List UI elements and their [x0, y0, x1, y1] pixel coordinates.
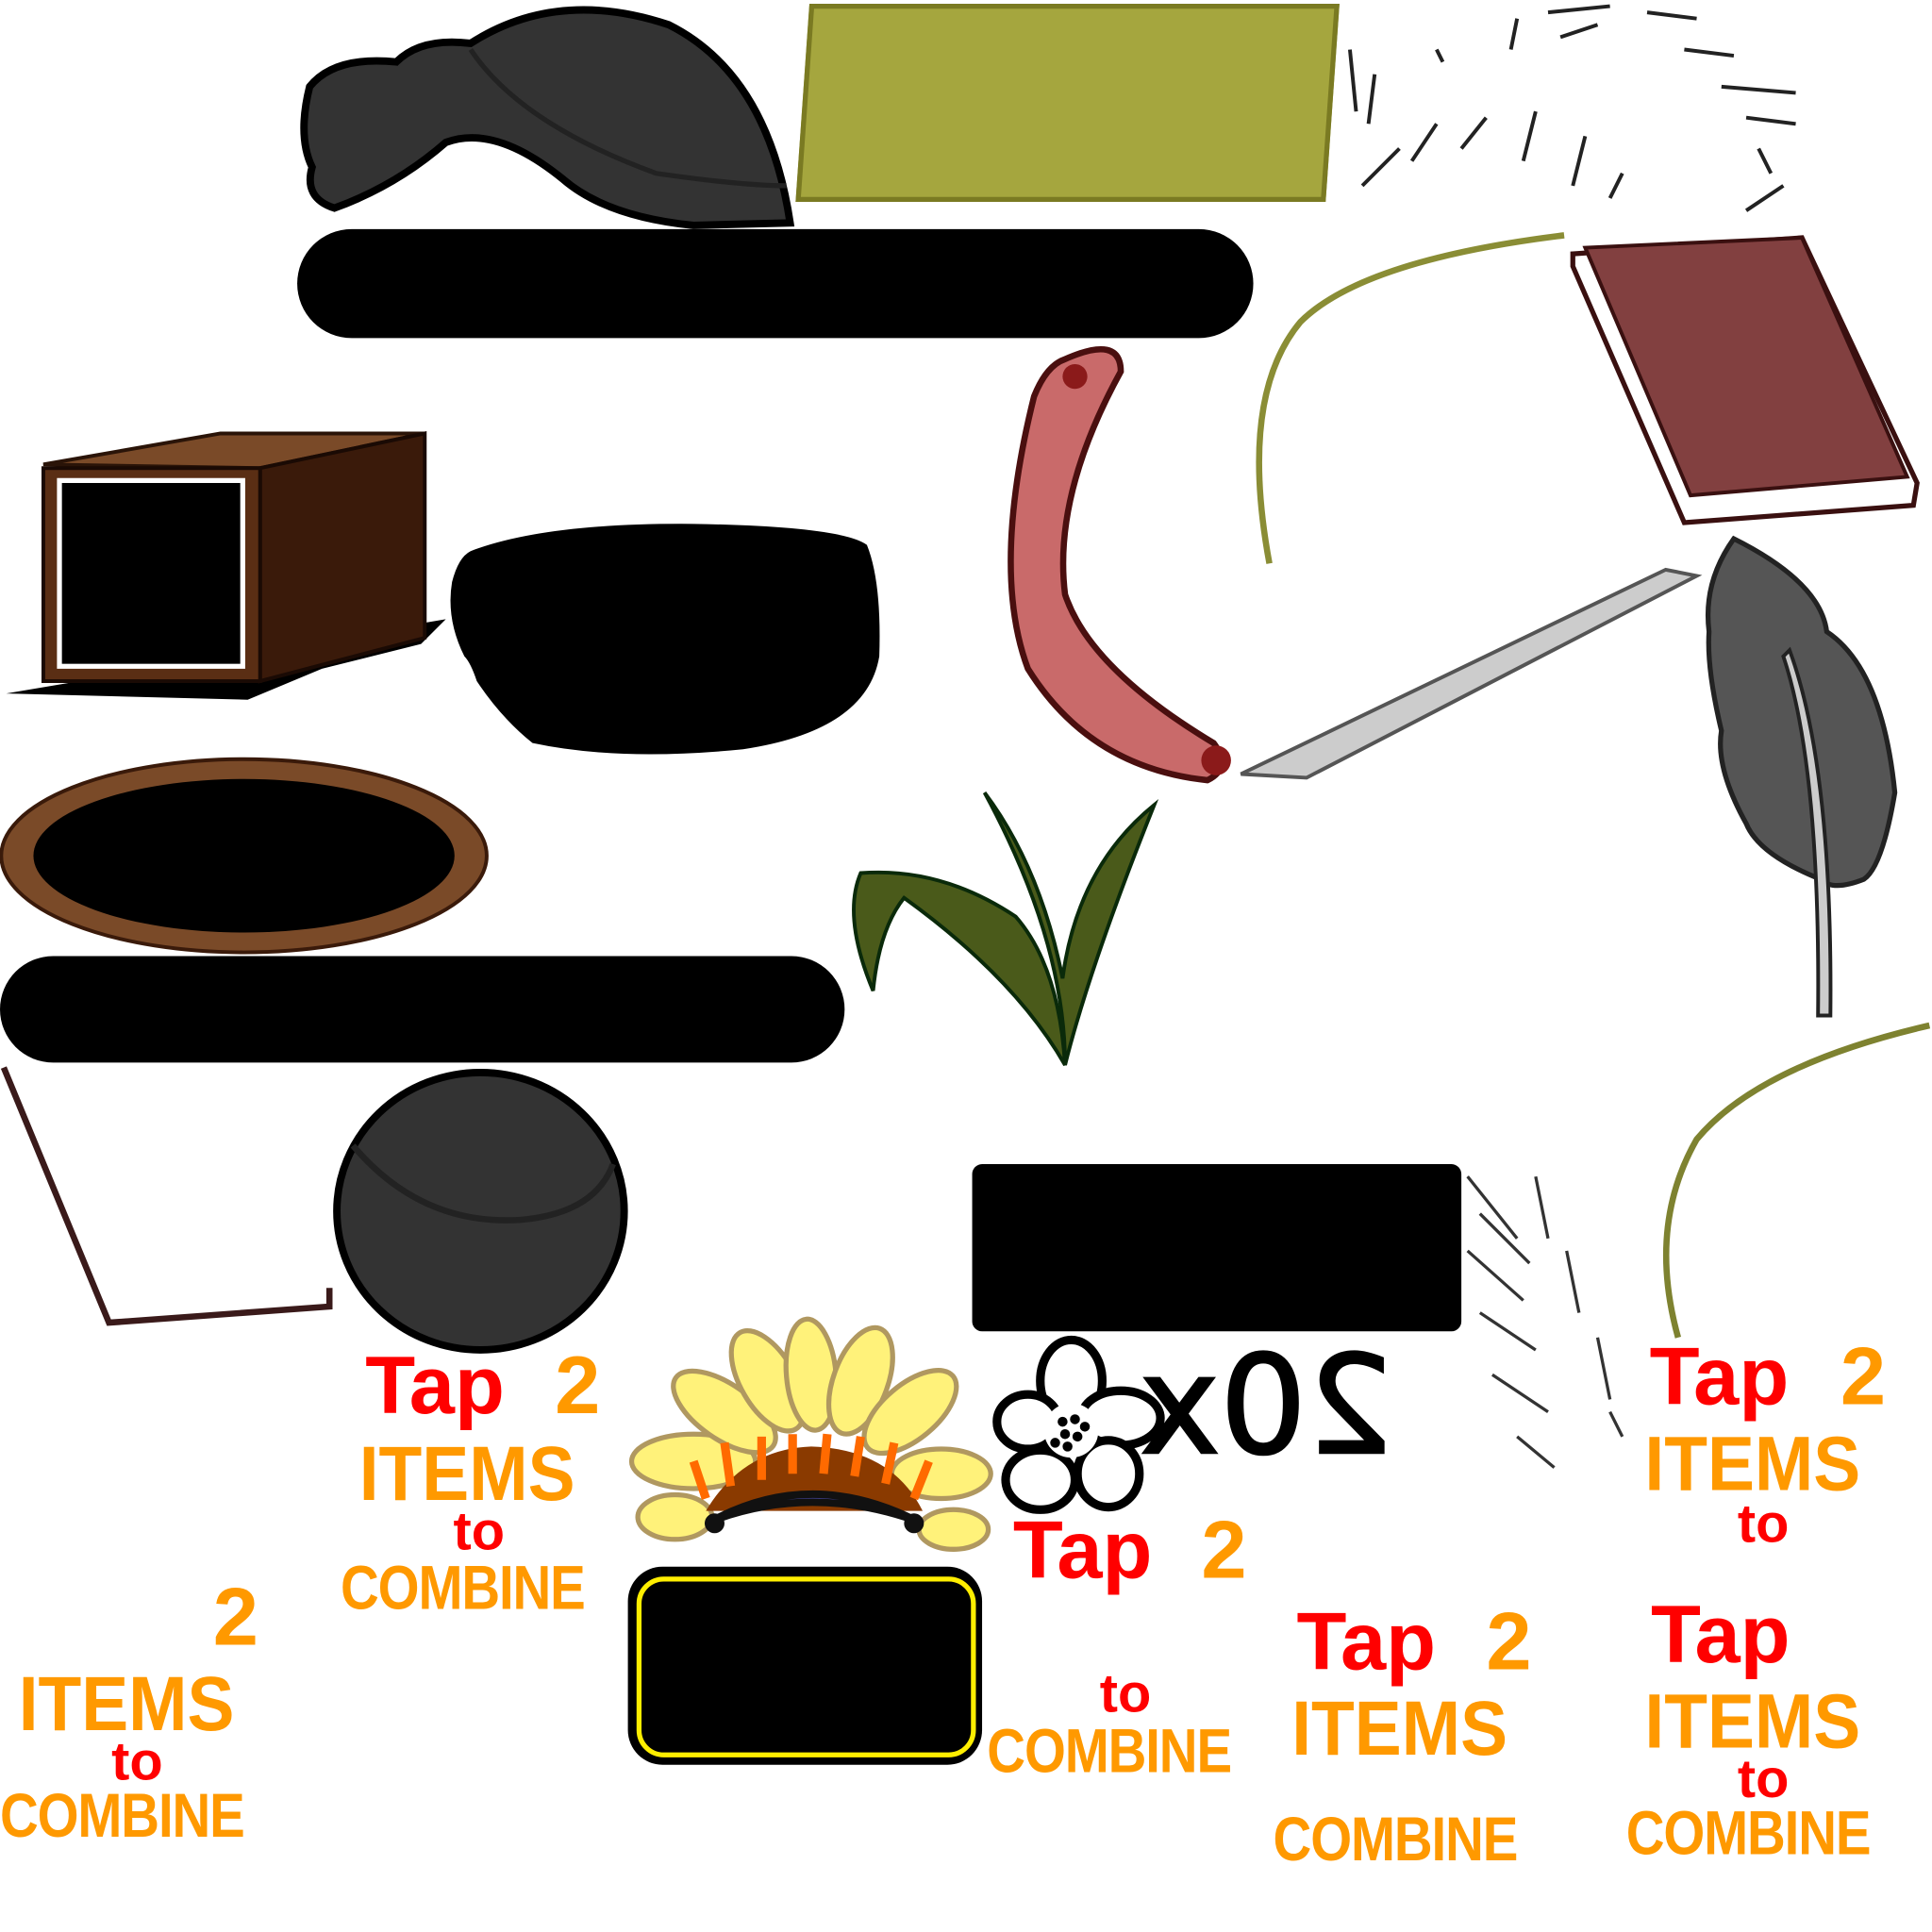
brown-oval-frame-sprite: [0, 757, 489, 955]
to-label: to: [453, 1501, 506, 1562]
black-blob-sprite: [450, 524, 880, 755]
olive-strand-sprite: [1256, 232, 1931, 1339]
yellow-frame-border: [636, 1576, 976, 1757]
black-hat-sprite: [300, 6, 795, 229]
items-label: ITEMS: [18, 1661, 235, 1748]
black-ball-sprite: [333, 1068, 628, 1354]
black-bar-sprite: [297, 228, 1254, 339]
two-label: 2: [555, 1339, 601, 1431]
tap-label: Tap: [1012, 1503, 1153, 1595]
combine-label: COMBINE: [987, 1716, 1232, 1787]
combine-label: COMBINE: [0, 1780, 245, 1851]
black-panel-sprite: [972, 1164, 1462, 1332]
two-label: 2: [212, 1570, 259, 1662]
green-sprout-sprite: [852, 791, 1159, 1066]
yellow-frame-panel-sprite: [627, 1566, 983, 1765]
flower-icon: [992, 1335, 1165, 1514]
black-bar-sprite: [0, 956, 845, 1063]
sword-blade-sprite: [1240, 567, 1703, 780]
fur-trim-sprite: [1347, 4, 1796, 212]
to-label: to: [1099, 1663, 1152, 1724]
tap-label: Tap: [1650, 1588, 1790, 1680]
combine-label: COMBINE: [1273, 1804, 1519, 1874]
two-label: 2: [1486, 1594, 1532, 1688]
items-label: ITEMS: [358, 1431, 575, 1518]
tap-label: Tap: [1649, 1329, 1790, 1423]
tap-label: Tap: [1296, 1594, 1437, 1688]
olive-banner-sprite: [795, 3, 1340, 202]
item-count-mirrored: 20x: [1138, 1325, 1394, 1487]
to-label: to: [111, 1731, 163, 1792]
to-label: to: [1737, 1748, 1790, 1810]
red-horn-sprite: [1008, 345, 1231, 784]
two-label: 2: [1840, 1329, 1887, 1423]
items-label: ITEMS: [1644, 1422, 1861, 1507]
items-label: ITEMS: [1644, 1679, 1861, 1765]
tap-label: Tap: [365, 1339, 505, 1431]
wooden-box-sprite: [6, 431, 446, 700]
quill-feather-sprite: [1705, 535, 1898, 1018]
to-label: to: [1737, 1493, 1790, 1555]
items-label: ITEMS: [1291, 1687, 1508, 1773]
fur-strip-sprite: [1466, 1175, 1624, 1469]
paper-sheet-sprite: [0, 1066, 333, 1326]
two-label: 2: [1201, 1503, 1247, 1595]
book-sprite: [1570, 235, 1920, 525]
combine-label: COMBINE: [1625, 1798, 1872, 1868]
combine-label: COMBINE: [341, 1553, 586, 1623]
feather-headdress-sprite: [628, 1316, 993, 1552]
